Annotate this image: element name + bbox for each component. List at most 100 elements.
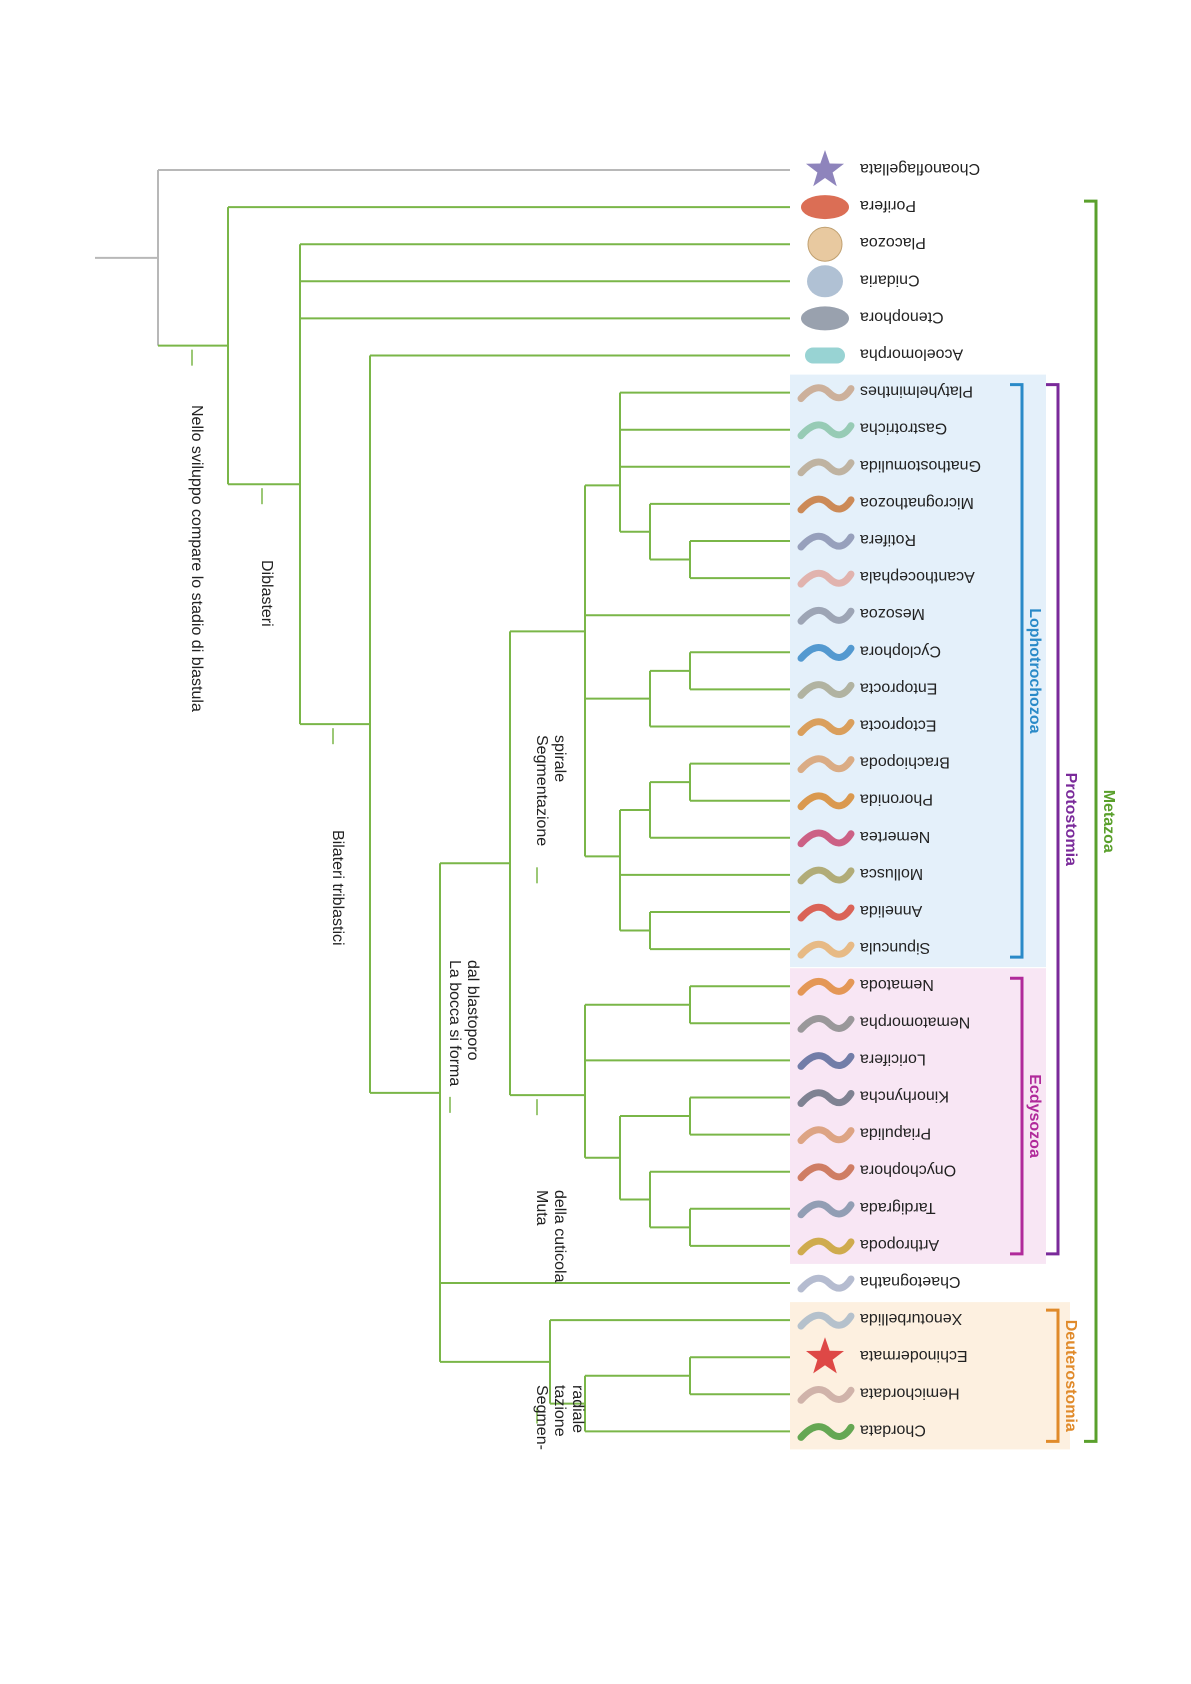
- svg-text:della cuticola: della cuticola: [551, 1190, 568, 1283]
- roundworm-icon: [797, 977, 855, 996]
- jellyfish-icon: [807, 265, 843, 298]
- taxon-label-hemichordata: Hemichordata: [860, 1384, 960, 1401]
- taxon-label-cnidaria: Cnidaria: [860, 271, 920, 288]
- earthworm-icon: [797, 903, 855, 922]
- deuterostomia-label: Deuterostomia: [1062, 1320, 1079, 1432]
- taxon-label-rotifera: Rotifera: [860, 531, 916, 548]
- taxon-label-phoronida: Phoronida: [860, 791, 933, 808]
- taxon-label-mesozoa: Mesozoa: [860, 605, 925, 622]
- clade-background-bands: [790, 374, 1070, 1450]
- taxon-label-gastrotricha: Gastrotricha: [860, 420, 947, 437]
- ecdysozoa-label: Ecdysozoa: [1026, 1074, 1043, 1158]
- penis-worm-icon: [797, 1126, 855, 1145]
- node-label-blastula: Nello sviluppo compare lo stadio di blas…: [188, 405, 205, 712]
- deuterostomia-bracket: [1046, 1308, 1060, 1443]
- taxon-label-tardigrada: Tardigrada: [860, 1199, 936, 1216]
- horseshoe-worm-icon: [797, 792, 855, 811]
- jaw-worm-icon: [797, 458, 855, 477]
- ecdysozoa-band: [790, 968, 1046, 1264]
- metazoa-label: Metazoa: [1100, 790, 1117, 853]
- water-bear-icon: [797, 1200, 855, 1219]
- peanut-worm-icon: [797, 940, 855, 959]
- rotifer-icon: [797, 532, 855, 551]
- taxon-label-echinodermata: Echinodermata: [860, 1347, 968, 1364]
- protostomia-bracket: [1046, 383, 1060, 1256]
- lophotrochozoa-bracket: [1010, 383, 1024, 959]
- comb-jelly-icon: [801, 306, 849, 331]
- xenoturbella-icon: [797, 1311, 855, 1330]
- taxon-label-ctenophora: Ctenophora: [860, 308, 944, 325]
- mesozoan-icon: [797, 606, 855, 625]
- bryozoan-colony-icon: [797, 718, 855, 736]
- acorn-worm-icon: [797, 1386, 855, 1404]
- svg-text:spirale: spirale: [551, 735, 568, 782]
- node-label-bilateri: Bilateri triblastici: [329, 830, 346, 946]
- taxon-label-nemertea: Nemertea: [860, 828, 930, 845]
- taxon-label-nematoda: Nematoda: [860, 976, 934, 993]
- taxon-label-placozoa: Placozoa: [860, 234, 926, 251]
- insect-icon: [797, 1237, 855, 1256]
- svg-text:La bocca si forma: La bocca si forma: [446, 960, 463, 1086]
- taxon-label-ectoprocta: Ectoprocta: [860, 717, 937, 734]
- node-label-radiale: Segmen- tazione radiale: [533, 1385, 586, 1450]
- taxon-label-loricifera: Loricifera: [860, 1050, 926, 1067]
- taxon-label-annelida: Annelida: [860, 902, 922, 919]
- taxon-label-priapulida: Priapulida: [860, 1125, 931, 1142]
- organism-icons: [797, 150, 855, 1441]
- taxon-label-micrognathozoa: Micrognathozoa: [860, 494, 974, 511]
- svg-text:tazione: tazione: [551, 1385, 568, 1437]
- metazoa-bracket: [1084, 199, 1098, 1443]
- taxon-label-porifera: Porifera: [860, 197, 916, 214]
- placozoan-disc-icon: [807, 226, 843, 262]
- mud-dragon-icon: [797, 1089, 855, 1107]
- velvet-worm-icon: [797, 1163, 855, 1182]
- lophotrochozoa-label: Lophotrochozoa: [1026, 608, 1043, 733]
- entoproct-icon: [797, 681, 855, 699]
- taxon-label-sipuncula: Sipuncula: [860, 939, 930, 956]
- sea-squirt-icon: [797, 1423, 855, 1441]
- sponge-icon: [801, 195, 849, 220]
- taxon-label-brachiopoda: Brachiopoda: [860, 754, 950, 771]
- taxon-label-xenoturbellida: Xenoturbellida: [860, 1310, 962, 1327]
- arrow-worm-icon: [797, 1274, 855, 1293]
- micrognathozoan-icon: [797, 495, 855, 514]
- node-label-spirale: Segmentazione spirale: [533, 735, 568, 846]
- taxon-label-acanthocephala: Acanthocephala: [860, 568, 975, 585]
- taxon-label-acoelomorpha: Acoelomorpha: [860, 346, 963, 363]
- starfish-icon: [806, 1337, 844, 1374]
- taxon-label-choanoflagellata: Choanoflagellata: [860, 160, 980, 177]
- lamp-shell-icon: [797, 755, 855, 774]
- thorny-headed-worm-icon: [797, 569, 855, 588]
- gastrotrich-icon: [797, 421, 855, 440]
- taxon-label-nematomorpha: Nematomorpha: [860, 1013, 970, 1030]
- ecdysozoa-bracket: [1010, 976, 1024, 1256]
- node-label-bocca: La bocca si forma dal blastoporo: [446, 960, 481, 1086]
- taxon-label-platyhelminthes: Platyhelminthes: [860, 383, 973, 400]
- flatworm-capsule-icon: [805, 347, 845, 364]
- taxon-label-mollusca: Mollusca: [860, 865, 923, 882]
- taxon-labels: ChoanoflagellataPoriferaPlacozoaCnidaria…: [860, 160, 981, 1438]
- taxon-label-gnathostomulida: Gnathostomulida: [860, 457, 981, 474]
- taxon-label-entoprocta: Entoprocta: [860, 679, 937, 696]
- tree-branches: [95, 169, 790, 1433]
- taxon-label-chordata: Chordata: [860, 1421, 926, 1438]
- taxon-label-chaetognatha: Chaetognatha: [860, 1273, 961, 1290]
- svg-text:radiale: radiale: [569, 1385, 586, 1433]
- svg-text:Bilateri triblastici: Bilateri triblastici: [329, 830, 346, 946]
- node-label-muta: Muta della cuticola: [533, 1190, 568, 1283]
- svg-text:Segmen-: Segmen-: [533, 1385, 550, 1450]
- ribbon-worm-icon: [797, 829, 855, 848]
- loriciferan-icon: [797, 1052, 855, 1070]
- collared-flagellate-icon: [806, 150, 844, 187]
- svg-text:Diblasteri: Diblasteri: [258, 560, 275, 627]
- svg-text:Segmentazione: Segmentazione: [533, 735, 550, 846]
- protostomia-label: Protostomia: [1062, 773, 1079, 866]
- taxon-label-cyclophora: Cyclophora: [860, 642, 941, 659]
- svg-text:dal blastoporo: dal blastoporo: [464, 960, 481, 1061]
- taxon-label-arthropoda: Arthropoda: [860, 1236, 939, 1253]
- snail-icon: [797, 866, 855, 885]
- cycliophoran-icon: [797, 644, 855, 662]
- taxon-label-kinorhyncha: Kinorhyncha: [860, 1088, 949, 1105]
- svg-text:Muta: Muta: [533, 1190, 550, 1226]
